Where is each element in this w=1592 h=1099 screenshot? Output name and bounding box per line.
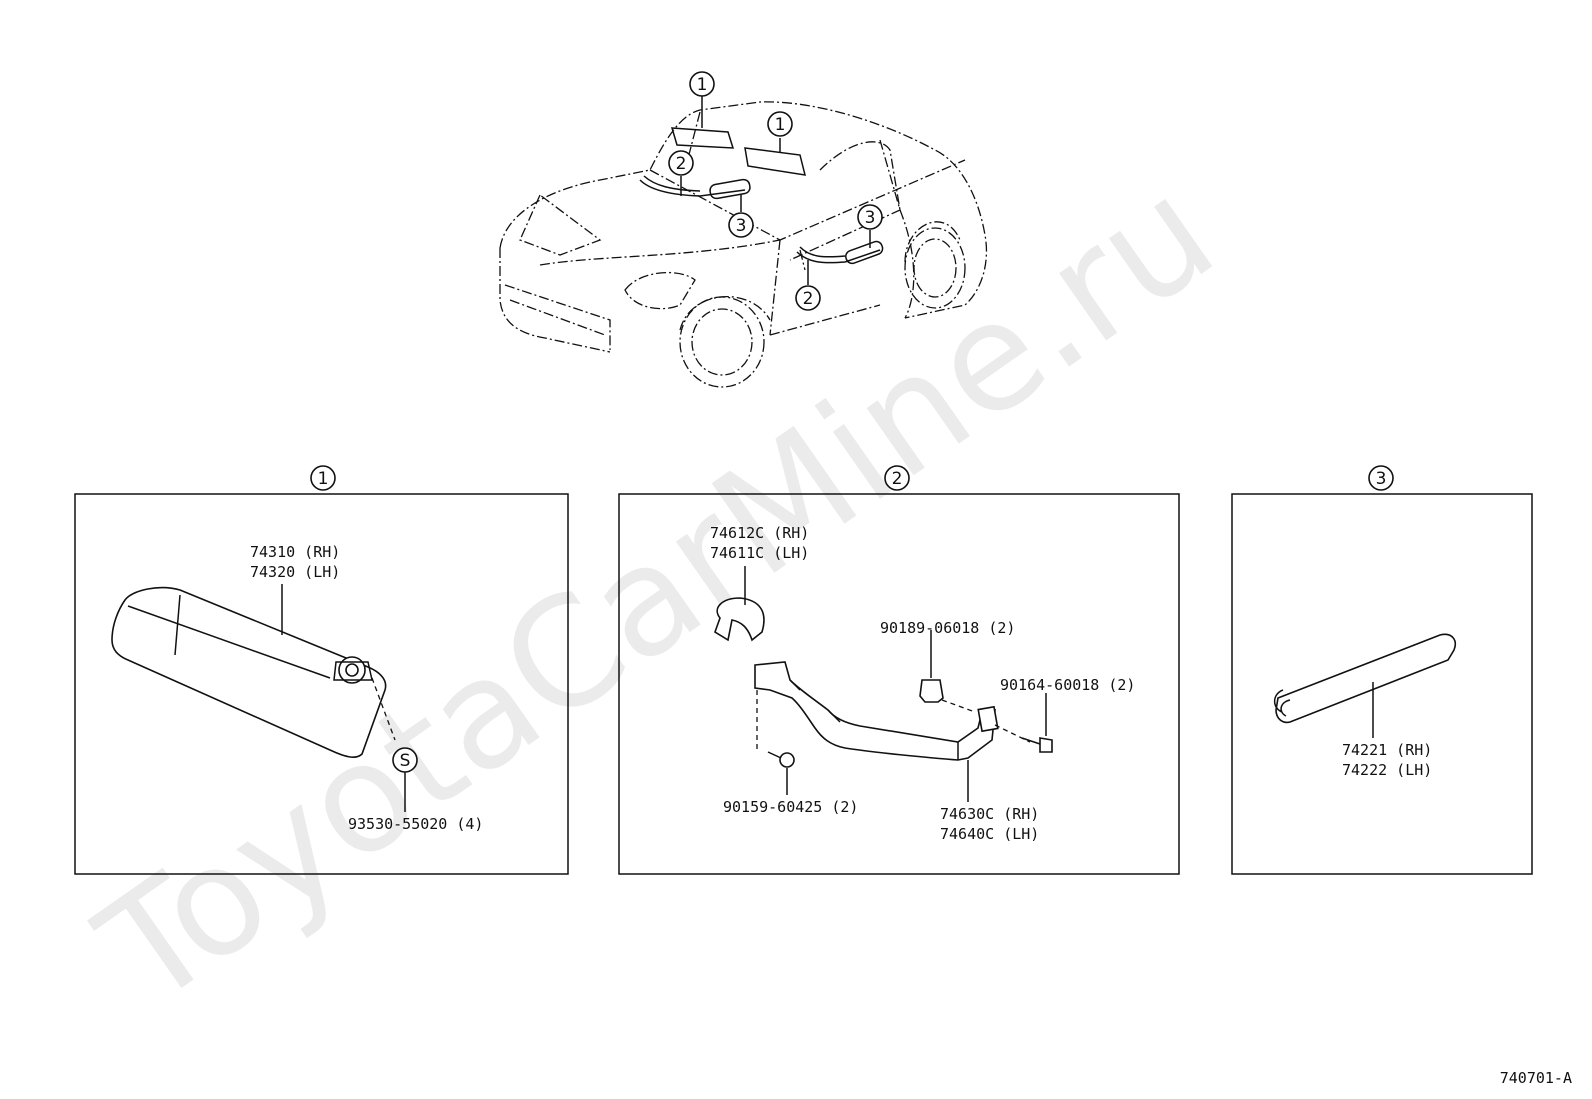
svg-text:2: 2	[803, 289, 814, 309]
panel-2-ref: 2	[892, 469, 903, 489]
visor-part-number-lh: 74320 (LH)	[250, 563, 340, 581]
cover-part-number-lh: 74611C (LH)	[710, 544, 809, 562]
overview-callout-3a: 3	[728, 212, 754, 238]
trim-part-number-lh: 74222 (LH)	[1342, 761, 1432, 779]
panel-2-frame	[618, 493, 1180, 875]
visor-part-number-rh: 74310 (RH)	[250, 543, 340, 561]
overview-callout-2a: 2	[668, 150, 694, 176]
panel-1-ref-circle	[310, 465, 336, 491]
sun-visor-part	[111, 586, 387, 759]
grip-part-number-rh: 74630C (RH)	[940, 805, 1039, 823]
svg-text:3: 3	[865, 208, 876, 228]
trim-part-number-rh: 74221 (RH)	[1342, 741, 1432, 759]
overview-callout-3b: 3	[857, 204, 883, 230]
panel-3-trim: 3 74221 (RH) 74222 (LH)	[1231, 465, 1533, 875]
bolt-90159-part	[779, 752, 795, 768]
assist-grip-part	[754, 661, 996, 761]
grip-cover-part	[714, 597, 765, 642]
panel-2-ref-circle	[884, 465, 910, 491]
cover-part-number-rh: 74612C (RH)	[710, 524, 809, 542]
bolt-part-number: 90159-60425 (2)	[723, 798, 858, 816]
overview-callout-1a: 1	[689, 71, 715, 97]
svg-text:1: 1	[697, 75, 708, 95]
overview-callout-1b: 1	[767, 111, 793, 137]
panel-3-frame	[1231, 493, 1533, 875]
screw-symbol-letter: S	[400, 751, 411, 771]
screw-part-number: 93530-55020 (4)	[348, 815, 483, 833]
panel-3-ref-circle	[1368, 465, 1394, 491]
trim-part	[1275, 633, 1456, 724]
clip-part-number: 90189-06018 (2)	[880, 619, 1015, 637]
clip-part	[919, 679, 944, 703]
screw-90164-part-number: 90164-60018 (2)	[1000, 676, 1135, 694]
screw-90164-part	[1039, 737, 1053, 753]
svg-text:2: 2	[676, 154, 687, 174]
diagram-code: 740701-A	[1500, 1069, 1572, 1087]
panel-1-ref: 1	[318, 469, 329, 489]
watermark: ToyotaCarMine.ru	[70, 145, 1244, 1040]
grip-part-number-lh: 74640C (LH)	[940, 825, 1039, 843]
svg-text:3: 3	[736, 216, 747, 236]
overview-callout-2b: 2	[795, 285, 821, 311]
panel-1-frame	[74, 493, 569, 875]
svg-text:1: 1	[775, 115, 786, 135]
panel-3-ref: 3	[1376, 469, 1387, 489]
car-overview: 1 1 2 2 3 3	[499, 71, 988, 388]
panel-1-sun-visor: 1 74310 (RH) 74320 (LH) S 93530-55020 (4…	[74, 465, 569, 875]
panel-2-assist-grip: 2 74612C (RH) 74611C (LH) 90189-06018 (2…	[618, 465, 1180, 875]
